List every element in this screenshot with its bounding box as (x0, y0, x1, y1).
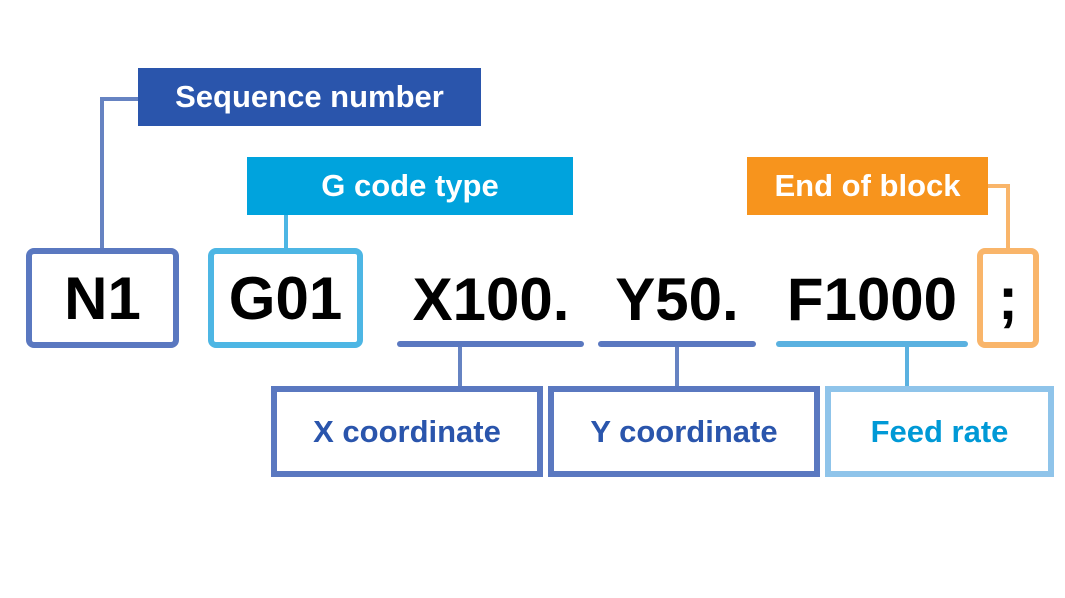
gcode-box: G01 (208, 248, 363, 348)
end-code: ; (998, 264, 1018, 332)
x-underline (397, 341, 584, 347)
x-connector (458, 346, 462, 388)
y-coordinate-label: Y coordinate (548, 386, 820, 477)
gcode-code: G01 (228, 264, 343, 332)
feed-rate-label: Feed rate (825, 386, 1054, 477)
end-box: ; (977, 248, 1039, 348)
sequence-connector-vertical (100, 97, 104, 250)
sequence-code: N1 (64, 264, 141, 332)
feed-connector (905, 346, 909, 388)
gcode-connector (284, 214, 288, 250)
end-of-block-tag: End of block (747, 157, 988, 215)
g-code-type-tag: G code type (247, 157, 573, 215)
feed-underline (776, 341, 968, 347)
y-connector (675, 346, 679, 388)
end-connector-horizontal (986, 184, 1010, 188)
sequence-box: N1 (26, 248, 179, 348)
sequence-number-tag: Sequence number (138, 68, 481, 126)
sequence-connector-horizontal (100, 97, 140, 101)
y-code: Y50. (615, 266, 739, 333)
end-connector-vertical (1006, 184, 1010, 250)
x-coordinate-label: X coordinate (271, 386, 543, 477)
x-code: X100. (412, 266, 570, 333)
feed-code: F1000 (786, 266, 958, 333)
y-underline (598, 341, 756, 347)
